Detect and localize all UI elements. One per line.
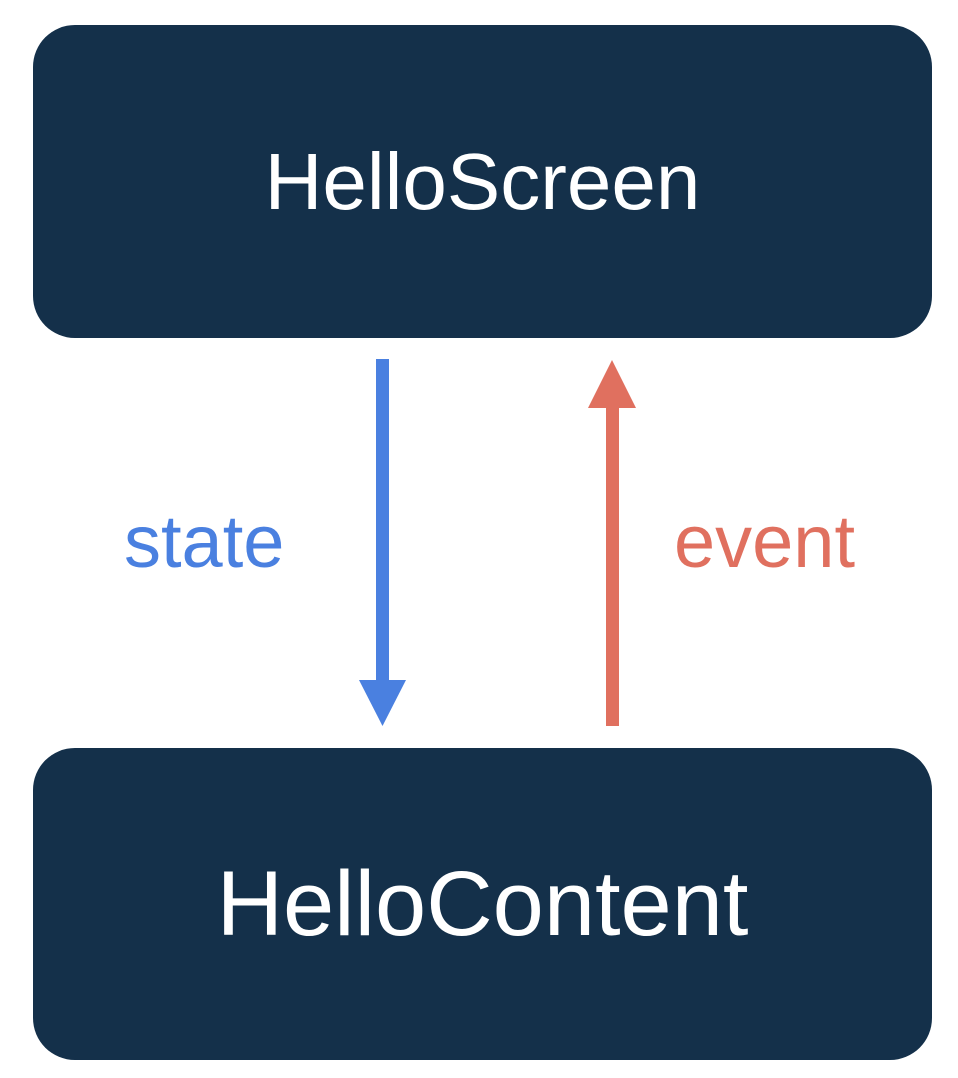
state-arrow-head [359,680,406,726]
node-hello-content[interactable]: HelloContent [33,748,932,1060]
edge-label-event: event [674,500,856,583]
node-hello-screen[interactable]: HelloScreen [33,25,932,338]
node-hello-content-label: HelloContent [216,853,749,955]
event-arrow-shaft [606,405,619,726]
state-arrow-down-icon [359,359,406,726]
event-arrow-head [588,360,636,408]
state-arrow-shaft [376,359,389,681]
edge-label-state: state [124,500,285,583]
event-arrow-up-icon [588,360,636,726]
node-hello-screen-label: HelloScreen [264,136,701,226]
